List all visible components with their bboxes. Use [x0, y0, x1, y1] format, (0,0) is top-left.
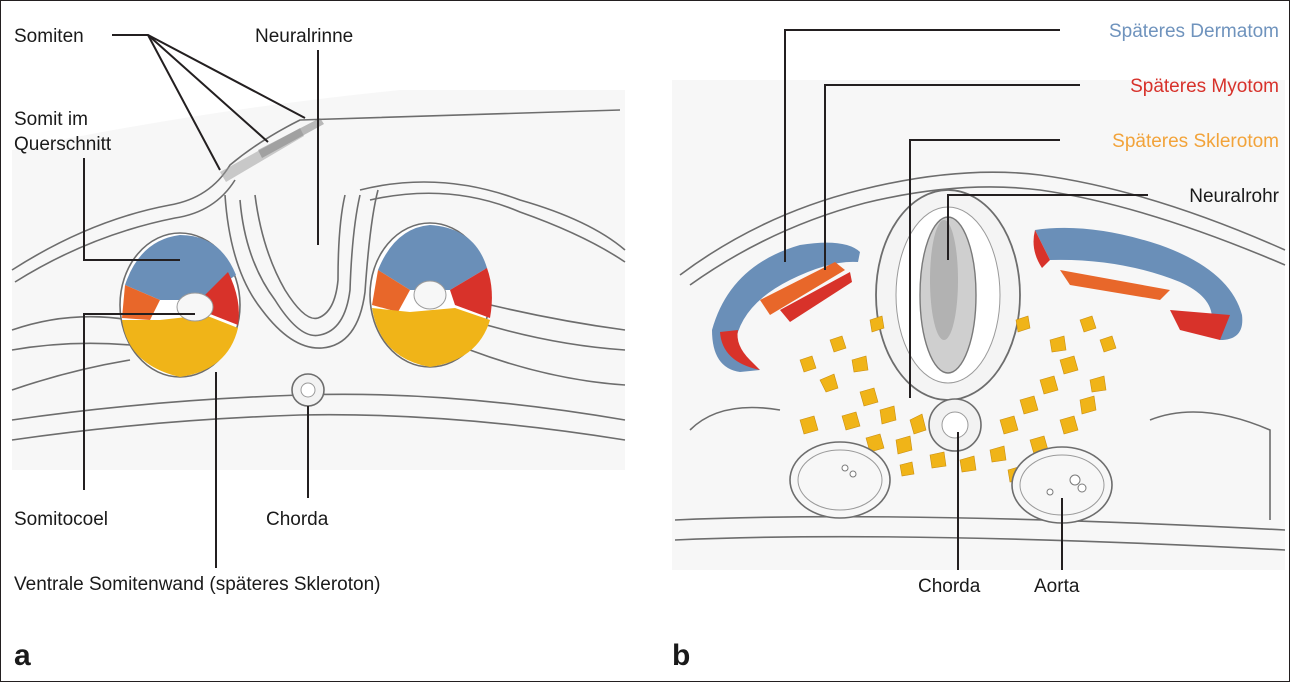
label-chorda-a: Chorda — [266, 509, 329, 530]
panel-letter-a: a — [14, 639, 31, 672]
label-neuralrinne: Neuralrinne — [255, 26, 353, 47]
label-spaeteres-myotom: Späteres Myotom — [1130, 76, 1279, 97]
label-ventrale-somitenwand: Ventrale Somitenwand (späteres Skleroton… — [14, 574, 380, 595]
label-chorda-b: Chorda — [918, 576, 981, 597]
label-neuralrohr: Neuralrohr — [1189, 186, 1279, 207]
label-somit-line2: Querschnitt — [14, 134, 112, 155]
panel-b-illustration — [672, 80, 1285, 570]
label-aorta: Aorta — [1034, 576, 1080, 597]
label-spaeteres-dermatom: Späteres Dermatom — [1109, 21, 1279, 42]
label-spaeteres-sklerotom: Späteres Sklerotom — [1112, 131, 1279, 152]
panel-letter-b: b — [672, 639, 690, 672]
label-somiten: Somiten — [14, 26, 84, 47]
label-somit-line1: Somit im — [14, 109, 88, 130]
label-somitocoel: Somitocoel — [14, 509, 108, 530]
